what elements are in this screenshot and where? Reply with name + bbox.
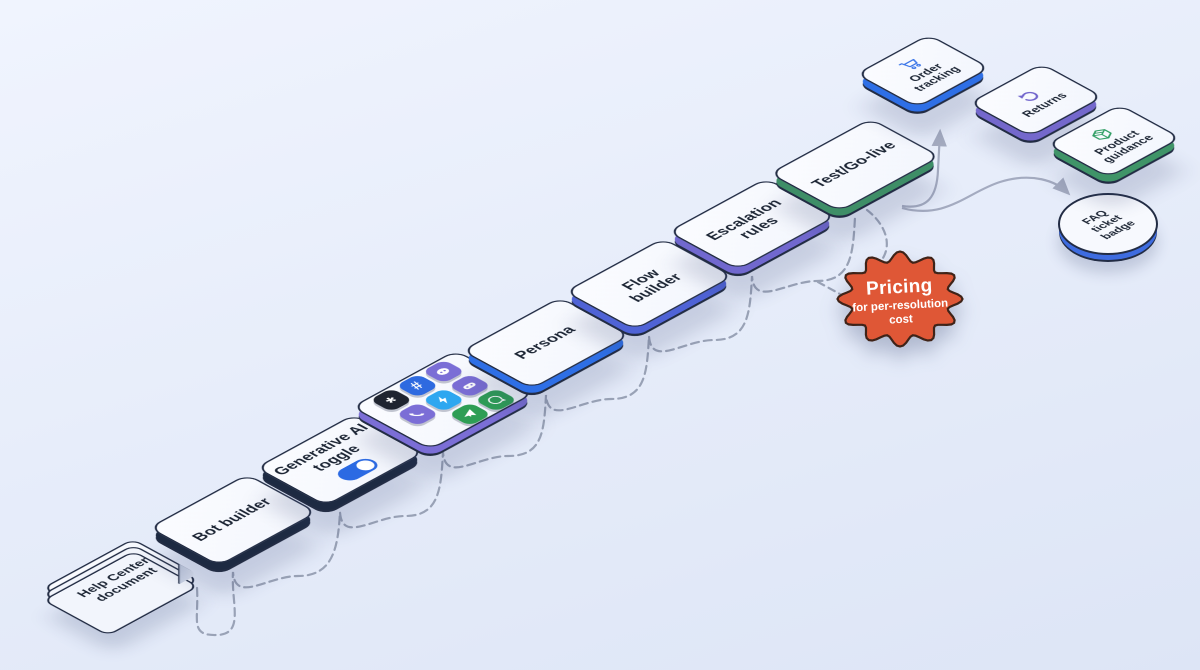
persona-label: Persona (511, 324, 581, 362)
messenger-icon (421, 388, 465, 412)
gamepad-icon (447, 373, 492, 398)
pricing-badge: Pricing for per-resolution cost (815, 233, 985, 369)
whatsapp-icon (473, 388, 518, 412)
test-go-live-label: Test/Go-live (808, 139, 902, 191)
channel-icon-grid: *# (368, 359, 518, 441)
arrow-to-faq-badge (901, 176, 1071, 213)
toggle-knob (352, 458, 379, 473)
help-center-document-label: Help Center document (73, 555, 162, 604)
product-guidance-card: Product guidance (1046, 104, 1182, 178)
bot-builder-label: Bot builder (189, 496, 277, 544)
returns-card: Returns (968, 63, 1104, 137)
viber-icon (394, 402, 439, 427)
pricing-subtitle-2: cost (888, 313, 914, 327)
arrow-to-order-tracking (901, 128, 947, 208)
package-icon (1092, 129, 1112, 140)
shopping-cart-icon (898, 59, 922, 70)
faq-ticket-badge: FAQ ticket badge (1058, 193, 1158, 255)
discord-icon (421, 359, 465, 384)
escalation-rules-label: Escalation rules (702, 197, 787, 243)
telegram-icon (447, 402, 492, 427)
pricing-text: Pricing for per-resolution cost (812, 229, 989, 374)
flow-builder-label: Flow builder (618, 267, 687, 305)
order-tracking-card: Order tracking (855, 34, 991, 108)
channel-integrations-card: *# (351, 349, 535, 451)
dashed-flow-path (195, 215, 857, 637)
return-arrow-icon (1017, 91, 1039, 101)
faq-ticket-badge-label: FAQ ticket badge (1079, 208, 1140, 242)
pricing-seal-shape (836, 250, 964, 348)
